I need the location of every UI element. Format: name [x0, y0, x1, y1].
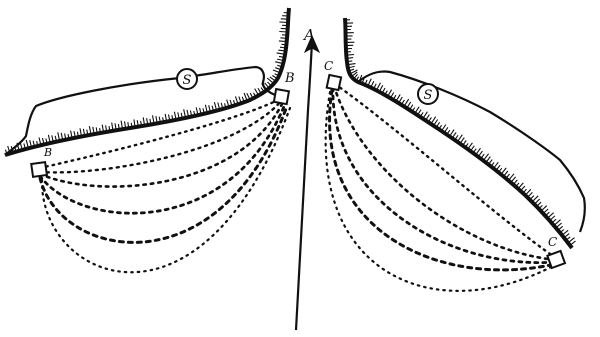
- label-post-right-outer: C: [548, 235, 557, 249]
- right-s-marker-label: S: [424, 88, 433, 103]
- right-hatch-stroke: [556, 223, 562, 228]
- left-shoreline-hatching: [6, 13, 289, 155]
- label-post-left-inner: B: [284, 71, 295, 86]
- right-hatch-stroke: [504, 171, 508, 176]
- left-hatch-stroke: [279, 32, 287, 33]
- label-post-left-outer: B: [43, 146, 52, 159]
- current-arrow-shaft: [296, 42, 312, 330]
- right-hatch-stroke: [346, 55, 354, 56]
- right-net-curves: [326, 84, 556, 291]
- post-left-outer: [31, 162, 47, 177]
- right-hatch-stroke: [528, 192, 533, 197]
- left-bank-outline: [5, 67, 278, 155]
- arrow-label-a: A: [302, 26, 315, 44]
- right-hatch-stroke: [486, 157, 491, 163]
- right-net-curve-3: [333, 88, 556, 263]
- left-s-marker: S: [177, 69, 197, 89]
- left-net-curve-1: [40, 98, 282, 168]
- right-hatch-stroke: [521, 186, 525, 191]
- right-bank: [345, 18, 585, 248]
- current-arrow: A: [296, 26, 319, 330]
- right-hatch-stroke: [442, 125, 446, 132]
- label-post-right-inner: C: [324, 59, 333, 73]
- left-hatch-stroke: [282, 44, 287, 45]
- left-net-curve-3: [40, 102, 283, 187]
- right-hatch-stroke: [543, 209, 548, 213]
- post-right-inner: [327, 75, 341, 90]
- left-hatch-stroke: [280, 38, 287, 39]
- left-net-curves: [40, 98, 290, 272]
- right-hatch-stroke: [347, 61, 352, 62]
- left-hatch-stroke: [279, 41, 287, 42]
- right-hatch-stroke: [494, 162, 499, 168]
- right-hatch-stroke: [396, 94, 400, 101]
- left-bank: [5, 8, 289, 155]
- right-hatch-stroke: [376, 83, 380, 91]
- right-net-curve-1: [335, 84, 556, 258]
- right-s-marker: S: [418, 84, 438, 104]
- left-s-marker-label: S: [183, 73, 192, 88]
- right-shoreline: [345, 18, 572, 248]
- right-hatch-stroke: [511, 177, 516, 183]
- post-left-inner: [274, 89, 289, 104]
- right-hatch-stroke: [534, 199, 539, 204]
- left-net-curve-6: [42, 108, 290, 272]
- left-net-curve-4: [40, 104, 285, 213]
- right-hatch-stroke: [550, 216, 555, 221]
